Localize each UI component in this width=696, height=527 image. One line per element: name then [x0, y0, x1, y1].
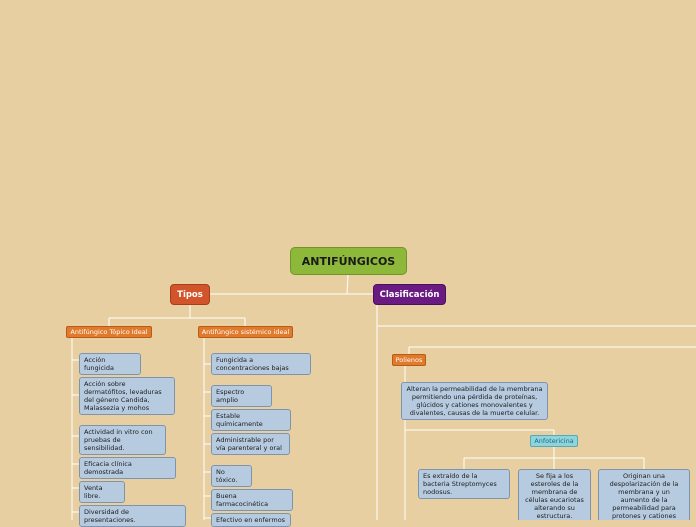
topico-label: Antifúngico Tópico Ideal	[70, 328, 148, 336]
polienos-description[interactable]: Alteran la permeabilidad de la membrana …	[401, 382, 548, 420]
node-tipos[interactable]: Tipos	[170, 284, 210, 305]
topico-item-text: Diversidad de presentaciones.	[84, 508, 136, 524]
node-antifungico-topico[interactable]: Antifúngico Tópico Ideal	[66, 326, 152, 338]
anfotericina-item-text: Se fija a los esteroles de la membrana d…	[525, 472, 584, 520]
node-antifungico-sistemico[interactable]: Antifúngico sistémico ideal	[198, 326, 293, 338]
anfotericina-item-text: Es extraído de la bacteria Streptomyces …	[423, 472, 497, 496]
topico-item-text: Venta libre.	[84, 484, 103, 500]
sistemico-item-text: Espectro amplio	[216, 388, 245, 404]
sistemico-item[interactable]: Estable químicamente	[211, 409, 291, 431]
node-polienos[interactable]: Polienos	[392, 354, 426, 366]
anfotericina-item[interactable]: Es extraído de la bacteria Streptomyces …	[418, 469, 510, 499]
node-tipos-label: Tipos	[177, 289, 203, 300]
root-title: ANTIFÚNGICOS	[301, 254, 396, 268]
topico-item[interactable]: Venta libre.	[79, 481, 125, 503]
topico-item-text: Acción sobre dermatófitos, levaduras del…	[84, 380, 162, 412]
topico-item-text: Acción fungicida	[84, 356, 114, 372]
topico-item-text: Actividad in vitro con pruebas de sensib…	[84, 428, 153, 452]
polienos-description-text: Alteran la permeabilidad de la membrana …	[406, 385, 543, 417]
polienos-label: Polienos	[395, 356, 423, 364]
sistemico-item-text: Efectivo en enfermos	[216, 516, 286, 524]
anfotericina-item[interactable]: Originan una despolarización de la membr…	[598, 469, 690, 520]
sistemico-item-text: Fungicida a concentraciones bajas	[216, 356, 289, 372]
anfotericina-item-text: Originan una despolarización de la membr…	[609, 472, 679, 520]
anfotericina-item[interactable]: Se fija a los esteroles de la membrana d…	[518, 469, 591, 520]
topico-item[interactable]: Acción sobre dermatófitos, levaduras del…	[79, 377, 175, 415]
node-clasificacion[interactable]: Clasificación	[373, 284, 446, 305]
sistemico-item[interactable]: No tóxico.	[211, 465, 252, 487]
topico-item-text: Eficacia clínica demostrada	[84, 460, 132, 476]
sistemico-item-text: Buena farmacocinética	[216, 492, 269, 508]
sistemico-item-text: No tóxico.	[216, 468, 238, 484]
sistemico-item[interactable]: Buena farmacocinética	[211, 489, 293, 511]
anfotericina-label: Anfotericina	[534, 437, 574, 445]
topico-item[interactable]: Acción fungicida	[79, 353, 141, 375]
sistemico-item[interactable]: Espectro amplio	[211, 385, 272, 407]
sistemico-item[interactable]: Administrable por vía parenteral y oral	[211, 433, 290, 455]
root-node-antifungicos[interactable]: ANTIFÚNGICOS	[290, 247, 407, 275]
node-clasificacion-label: Clasificación	[379, 289, 440, 300]
topico-item[interactable]: Eficacia clínica demostrada	[79, 457, 176, 479]
sistemico-item[interactable]: Fungicida a concentraciones bajas	[211, 353, 311, 375]
sistemico-label: Antifúngico sistémico ideal	[201, 328, 290, 336]
topico-item[interactable]: Diversidad de presentaciones.	[79, 505, 186, 527]
sistemico-item[interactable]: Efectivo en enfermos	[211, 513, 291, 527]
node-anfotericina[interactable]: Anfotericina	[530, 435, 578, 447]
sistemico-item-text: Estable químicamente	[216, 412, 263, 428]
sistemico-item-text: Administrable por vía parenteral y oral	[216, 436, 282, 452]
topico-item[interactable]: Actividad in vitro con pruebas de sensib…	[79, 425, 166, 455]
